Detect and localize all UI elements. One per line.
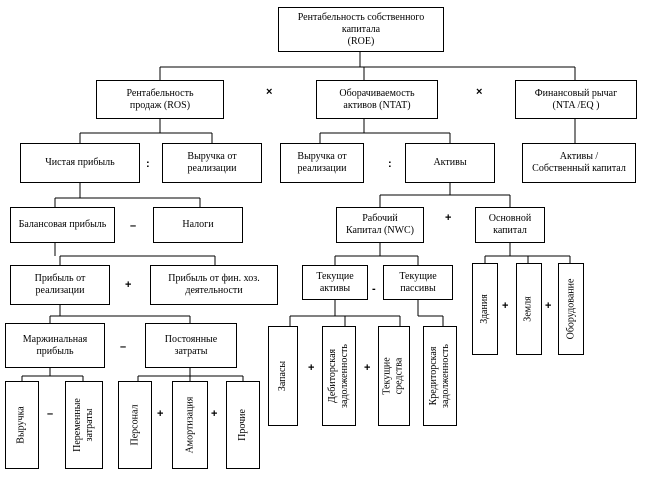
operator-plus-8: + [545,300,552,312]
node-revenue-2: Выручка от реализации [280,143,364,183]
node-ros: Рентабельность продаж (ROS) [96,80,224,119]
node-land: Земля [516,263,542,355]
operator-minus-1: – [130,220,137,232]
node-equipment: Оборудование [558,263,584,355]
operator-minus-3: - [372,283,376,295]
node-personnel: Персонал [118,381,152,469]
node-payables: Кредиторская задолженность [423,326,457,426]
node-sales-profit: Прибыль от реализации [10,265,110,305]
node-other-profit: Прибыль от фин. хоз. деятельности [150,265,278,305]
node-buildings: Здания [472,263,498,355]
operator-div-2: : [388,158,392,170]
operator-mul-1: × [266,86,273,98]
operator-div-1: : [146,158,150,170]
node-current-liabilities: Текущие пассивы [383,265,453,300]
node-inventory: Запасы [268,326,298,426]
node-fixed-costs: Постоянные затраты [145,323,237,368]
node-assets-equity: Активы / Собственный капитал [522,143,636,183]
node-taxes: Налоги [153,207,243,243]
node-ntat: Оборачиваемость активов (NTAT) [316,80,438,119]
node-margin-profit: Маржинальная прибыль [5,323,105,368]
node-receivables: Дебиторская задолженность [322,326,356,426]
node-other: Прочие [226,381,260,469]
node-current-assets: Текущие активы [302,265,368,300]
operator-plus-3: + [157,408,164,420]
node-nta-eq: Финансовый рычаг (NTA /EQ ) [515,80,637,119]
operator-plus-5: + [308,362,315,374]
node-fixed-capital: Основной капитал [475,207,545,243]
node-assets: Активы [405,143,495,183]
operator-plus-2: + [125,279,132,291]
node-net-profit: Чистая прибыль [20,143,140,183]
node-revenue-1: Выручка от реализации [162,143,262,183]
node-nwc: Рабочий Капитал (NWC) [336,207,424,243]
node-variable-costs: Переменные затраты [65,381,103,469]
operator-plus-6: + [364,362,371,374]
operator-plus-7: + [502,300,509,312]
operator-mul-2: × [476,86,483,98]
operator-plus-1: + [445,212,452,224]
operator-minus-2: – [120,341,127,353]
operator-plus-4: + [211,408,218,420]
node-cash: Текущие средства [378,326,410,426]
node-balance-profit: Балансовая прибыль [10,207,115,243]
node-roe: Рентабельность собственного капитала (RO… [278,7,444,52]
node-revenue-leaf: Выручка [5,381,39,469]
node-depreciation: Амортизация [172,381,208,469]
operator-minus-4: – [47,408,54,420]
